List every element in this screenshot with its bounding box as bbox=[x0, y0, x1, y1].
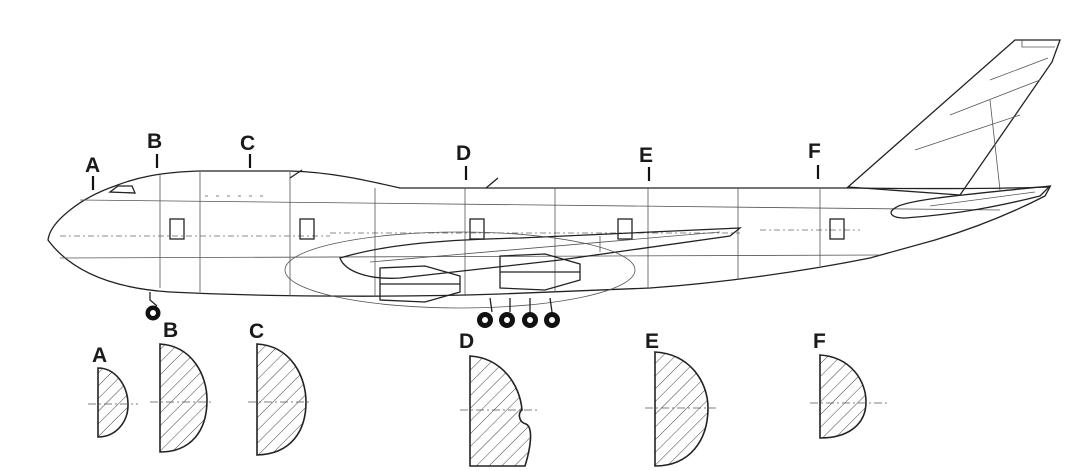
section-label-c: C bbox=[249, 320, 264, 343]
cross-section-a bbox=[88, 367, 138, 438]
station-label-e: E bbox=[639, 144, 653, 167]
vertical-tail-fin bbox=[846, 39, 1061, 196]
station-label-b: B bbox=[147, 130, 162, 153]
section-label-b: B bbox=[163, 319, 178, 342]
horizontal-stabilizer bbox=[890, 185, 1052, 219]
station-label-f: F bbox=[808, 140, 821, 163]
main-gear bbox=[477, 297, 560, 328]
station-label-d: D bbox=[456, 142, 471, 165]
nose-gear bbox=[145, 292, 161, 321]
fuselage-outline bbox=[47, 170, 1052, 297]
cross-section-d bbox=[460, 355, 538, 467]
section-label-e: E bbox=[645, 330, 659, 353]
cross-section-f bbox=[810, 354, 890, 439]
station-label-c: C bbox=[240, 132, 255, 155]
aircraft-side-view bbox=[47, 39, 1061, 328]
section-label-f: F bbox=[813, 330, 826, 353]
cross-section-b bbox=[150, 343, 214, 453]
cockpit-windows bbox=[108, 185, 137, 194]
cross-section-c bbox=[248, 343, 312, 456]
section-label-d: D bbox=[459, 330, 474, 353]
station-label-a: A bbox=[85, 154, 100, 177]
wing bbox=[339, 227, 742, 279]
station-ticks bbox=[91, 154, 820, 190]
section-label-a: A bbox=[92, 344, 107, 367]
engines bbox=[379, 253, 581, 303]
cross-section-e bbox=[645, 351, 716, 467]
